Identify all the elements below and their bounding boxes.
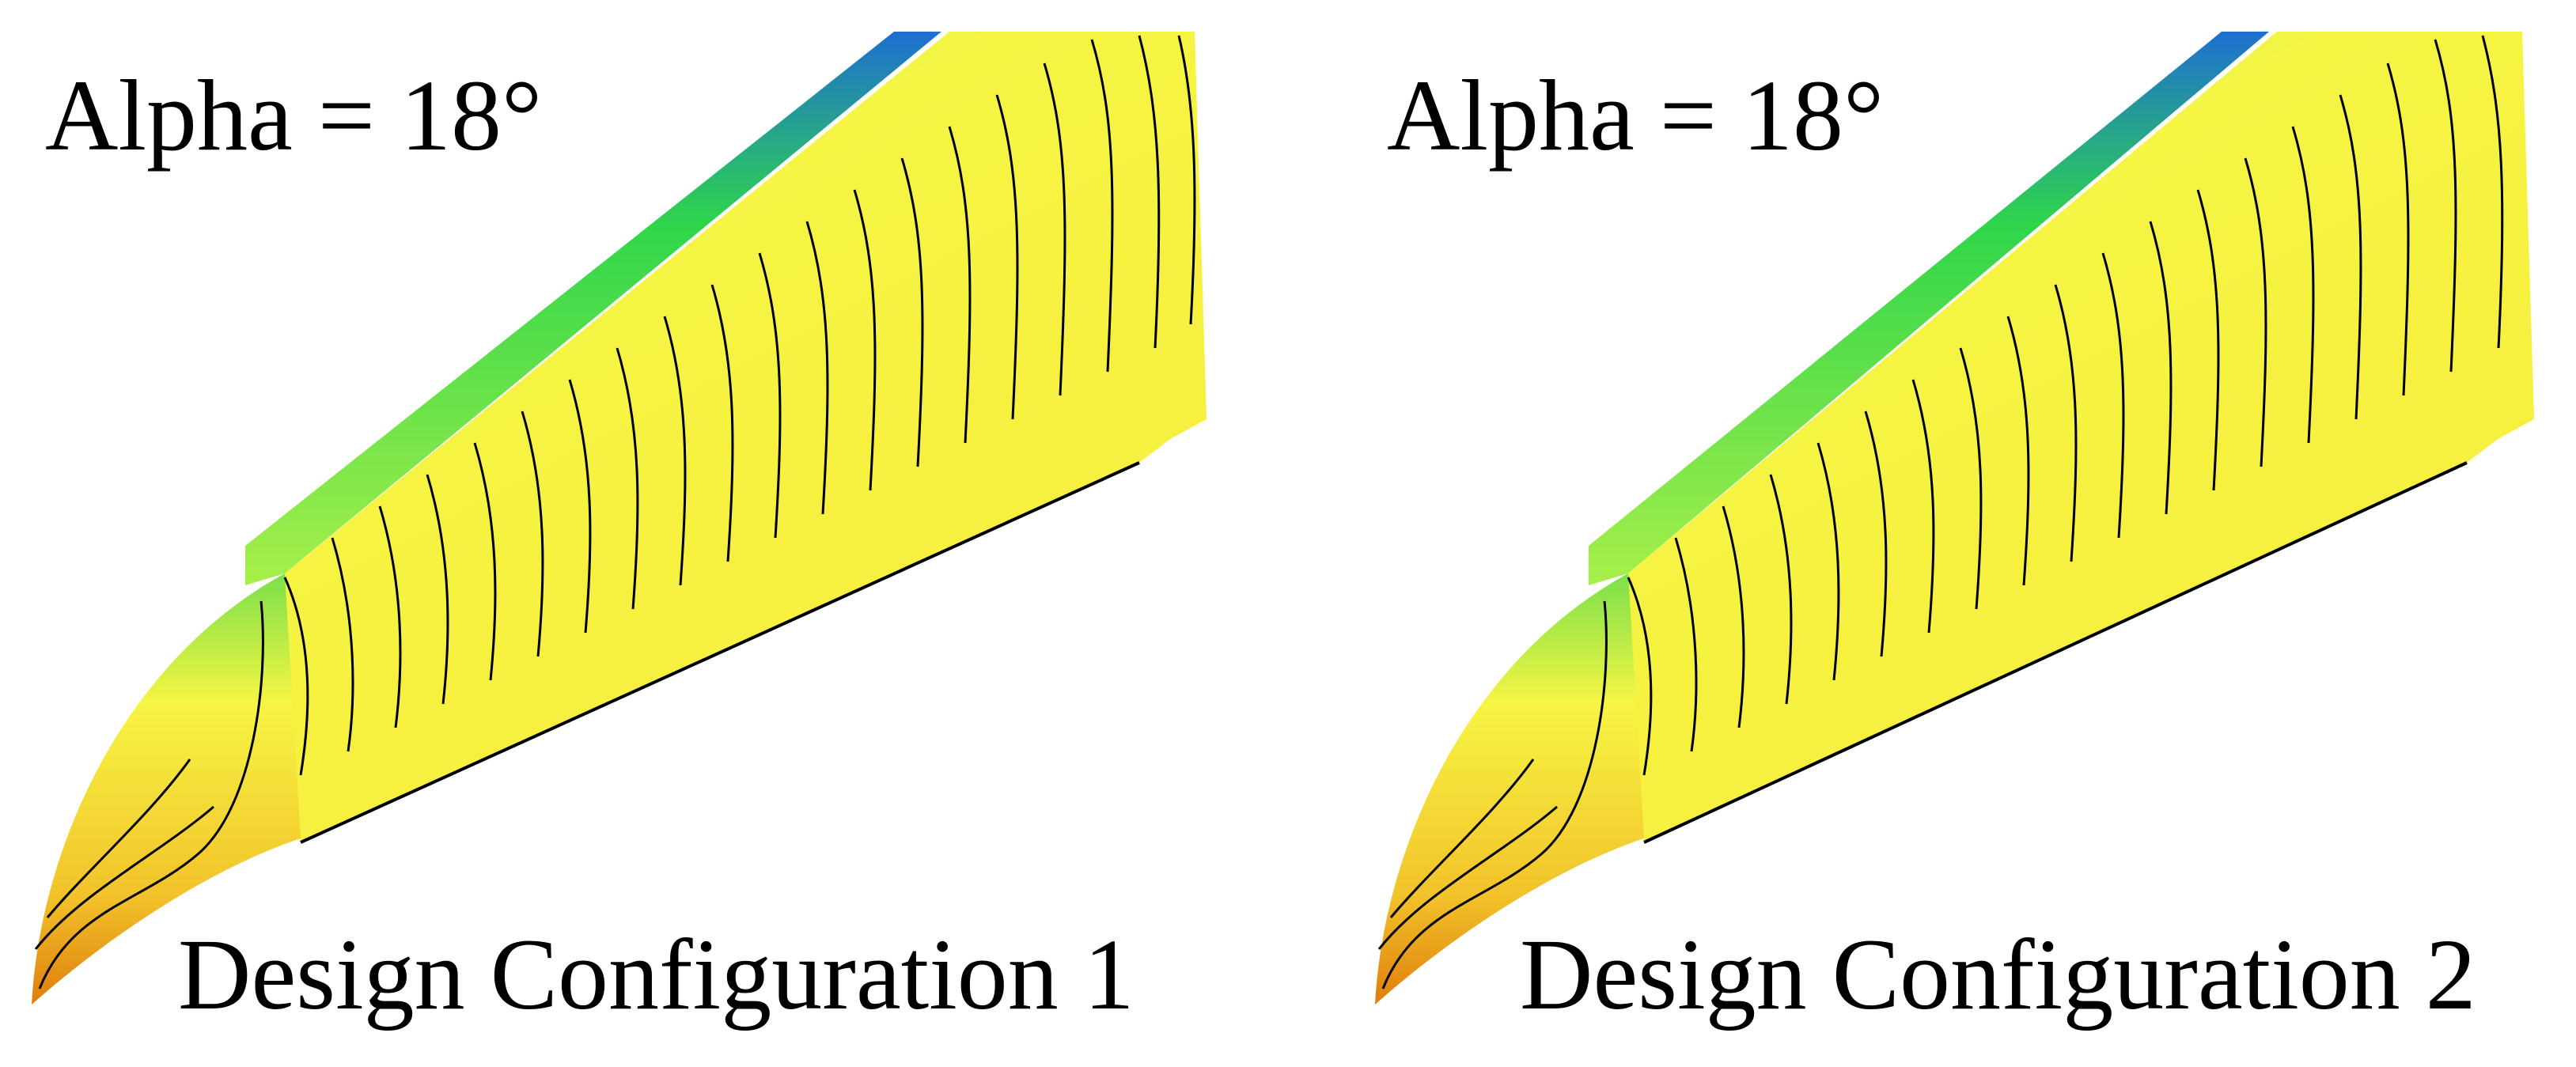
configuration-label: Design Configuration 1 <box>178 918 1135 1031</box>
flap-surface <box>301 301 1207 842</box>
main-wing-surface <box>1628 32 2534 838</box>
flap-surface <box>1644 301 2534 842</box>
alpha-label: Alpha = 18° <box>1387 59 1885 172</box>
slat-surface <box>245 32 941 585</box>
panel-design-configuration-1: Alpha = 18° Design Configuration 1 <box>32 32 1207 1031</box>
panel-design-configuration-2: Alpha = 18° Design Configuration 2 <box>1288 0 2576 1067</box>
streamlines <box>1377 35 2504 989</box>
main-wing-surface <box>285 32 1207 838</box>
wing-surface-flow-visualization <box>1375 32 2534 1005</box>
slat-surface <box>1589 32 2269 585</box>
alpha-label: Alpha = 18° <box>45 59 543 172</box>
wing-surface-flow-visualization <box>32 32 1207 1005</box>
configuration-label: Design Configuration 2 <box>1520 918 2476 1031</box>
streamlines <box>34 35 1196 989</box>
